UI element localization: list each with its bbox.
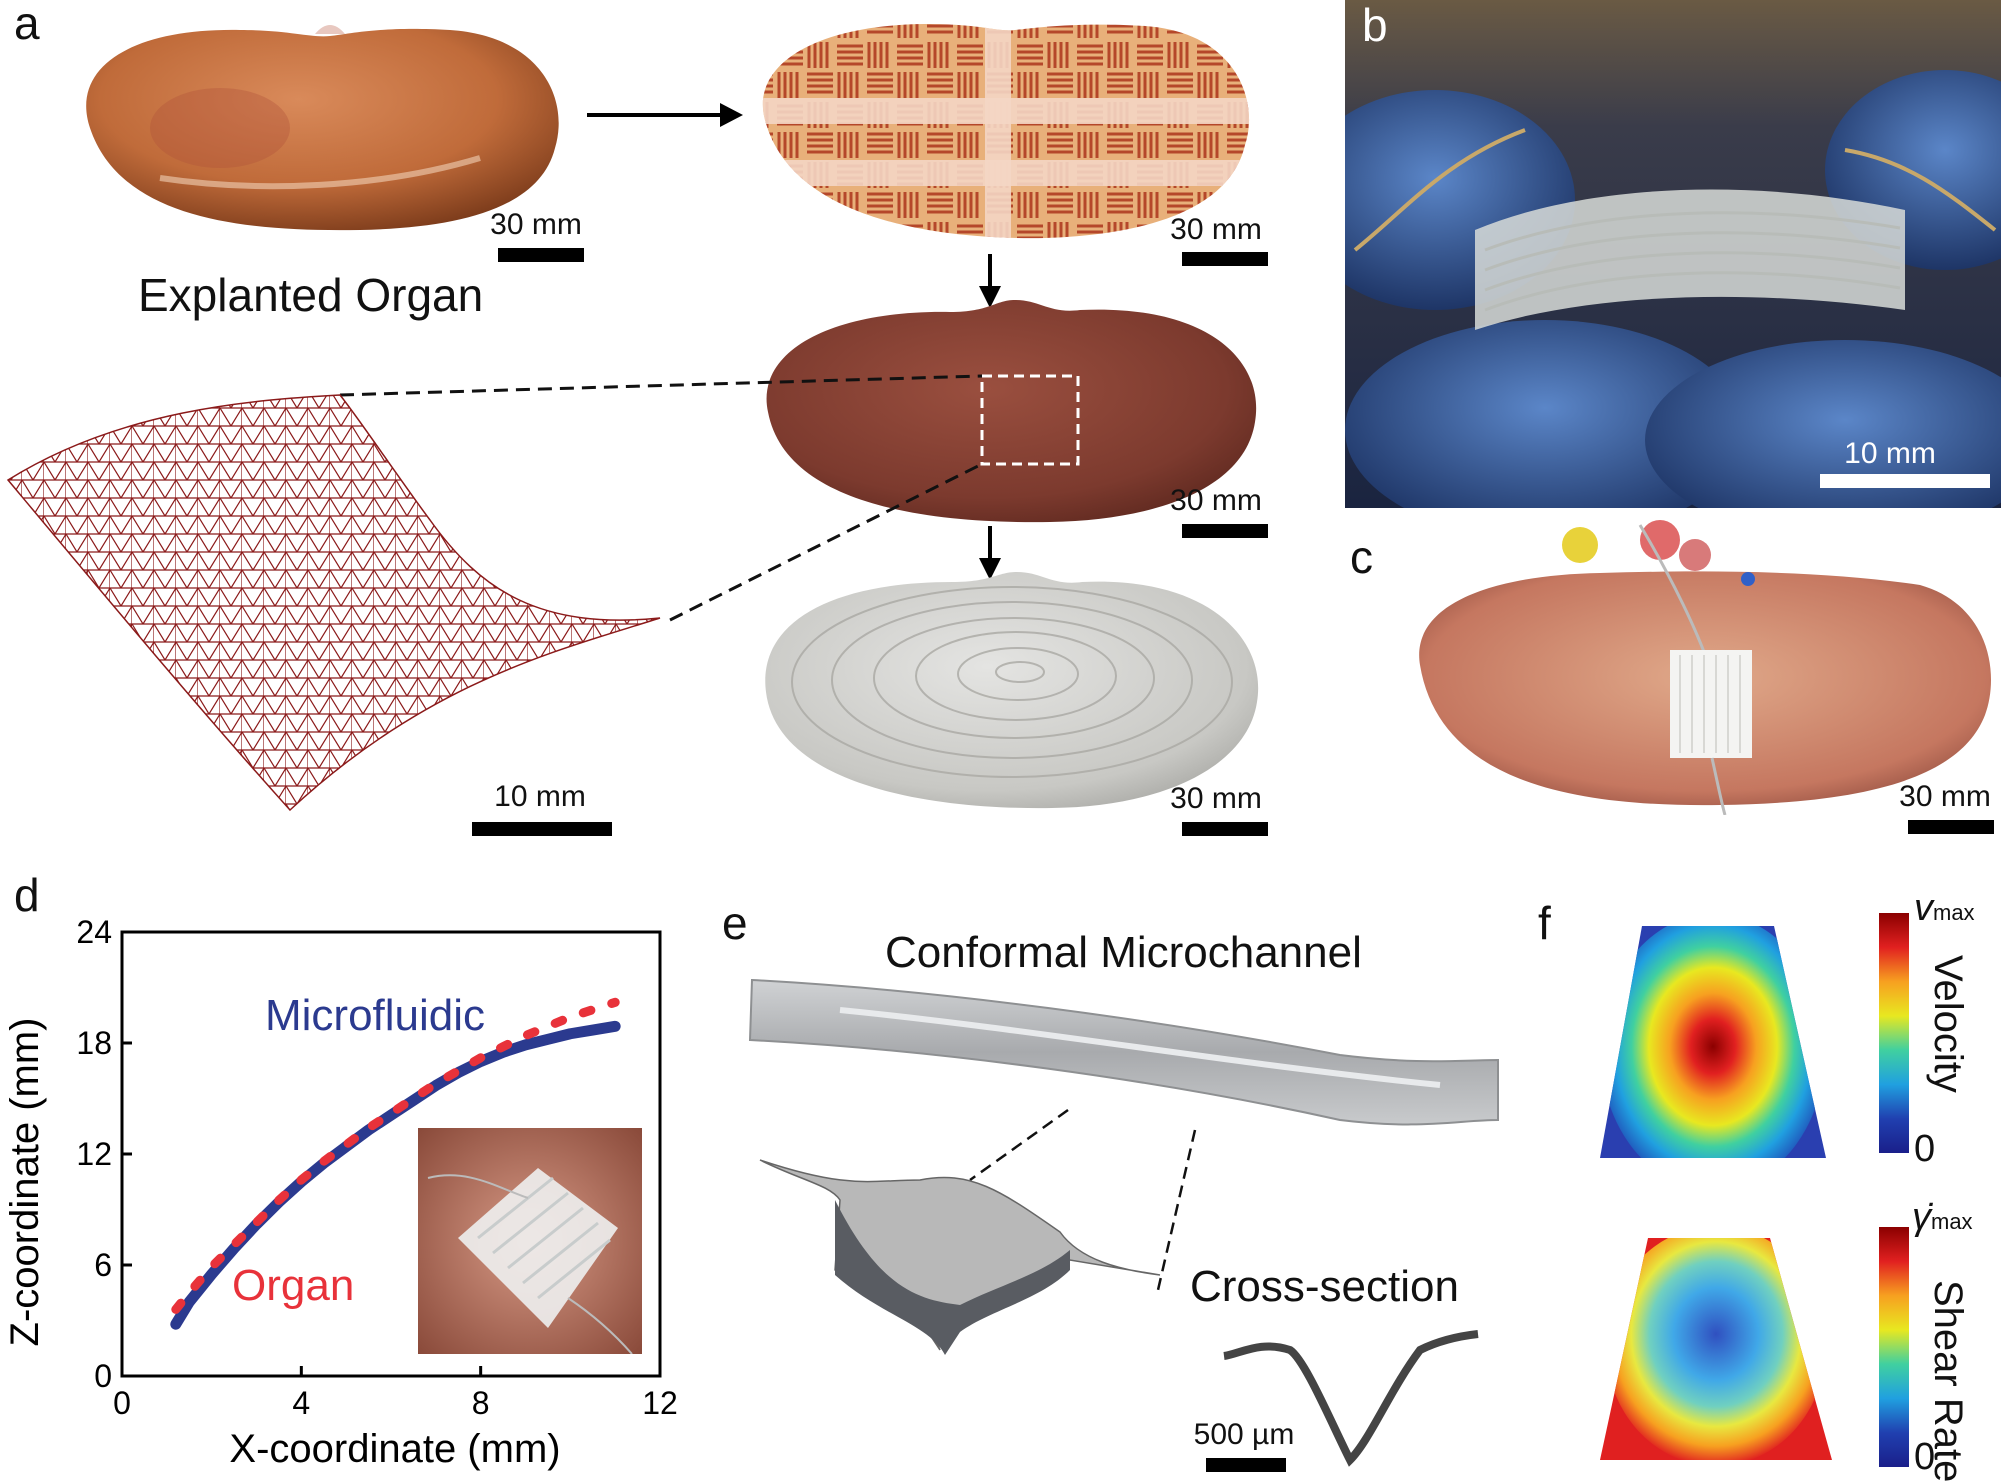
scale-bar-b [1820,474,1990,488]
cross-section-label: Cross-section [1190,1262,1459,1311]
explanted-organ-label: Explanted Organ [138,269,484,321]
y-axis-label: Z-coordinate (mm) [3,1018,47,1347]
y-tick-label: 0 [94,1358,112,1394]
projected-pattern-kidney-image [762,24,1250,239]
y-tick-label: 24 [76,914,112,950]
panel-c-letter: c [1350,531,1373,583]
velocity-colorbar [1879,913,1909,1153]
y-tick-label: 12 [76,1136,112,1172]
scale-bar-label-a2: 30 mm [1170,213,1262,246]
velocity-label: Velocity [1926,955,1970,1093]
shear-rate-heatmap [1600,1238,1832,1460]
velocity-min-label: 0 [1914,1128,1936,1170]
x-tick-label: 12 [642,1385,678,1421]
microchannel-3d-image [748,978,1499,1355]
shear-max-subscript: max [1931,1209,1973,1234]
shear-max-symbol: γ̇ [1912,1196,1931,1238]
shear-colorbar [1879,1227,1909,1467]
arrow-down-icon [979,526,1001,580]
cross-section-profile-image [1223,1330,1479,1467]
panel-a-letter: a [14,0,40,49]
scale-bar-label-a5: 10 mm [494,780,586,813]
velocity-max-subscript: max [1933,900,1975,925]
x-tick-label: 4 [292,1385,310,1421]
velocity-heatmap [1600,926,1826,1158]
surface-mesh-image [6,394,661,812]
zoom-region-box [980,374,1080,466]
scale-bar-e [1206,1458,1286,1472]
velocity-max-label: vmax [1914,887,1975,930]
x-tick-label: 0 [113,1385,131,1421]
scale-bar-c [1908,820,1994,834]
shear-max-label: γ̇max [1912,1196,1973,1239]
scale-bar-label-a4: 30 mm [1170,782,1262,815]
chart-axes: 0 4 8 12 0 6 12 18 24 [76,914,677,1421]
panel-b-letter: b [1362,0,1388,51]
chart-series-layer [170,997,621,1330]
velocity-max-symbol: v [1914,887,1933,929]
shear-min-label: 0 [1914,1436,1936,1478]
panel-e-title: Conformal Microchannel [885,928,1362,977]
panel-c-photo [1419,520,1992,815]
panel-f-letter: f [1538,897,1551,949]
scale-bar-a3 [1182,524,1268,538]
scale-bar-a4 [1182,822,1268,836]
arrow-right-icon [587,103,743,127]
panel-b-photo [1345,0,2001,508]
panel-e-letter: e [722,897,748,949]
panel-d-chart: 0 4 8 12 0 6 12 18 24 Z-coordinate (mm) X-coordi… [3,914,678,1471]
scale-bar-a5 [472,822,612,836]
printed-kidney-image [765,572,1259,809]
arrow-down-icon [979,254,1001,308]
scale-bar-label-a1: 30 mm [490,208,582,241]
scanned-kidney-image [766,300,1257,523]
panel-d-letter: d [14,869,40,921]
y-tick-label: 6 [94,1247,112,1283]
scale-bar-label-a3: 30 mm [1170,484,1262,517]
explanted-kidney-image [86,25,559,231]
zoom-connector-lines [339,374,983,622]
scale-bar-label-e: 500 µm [1193,1418,1295,1451]
scale-bar-a1 [498,248,584,262]
x-axis-label: X-coordinate (mm) [229,1427,560,1471]
scale-bar-a2 [1182,252,1268,266]
legend-organ: Organ [232,1261,354,1310]
scale-bar-label-c: 30 mm [1899,780,1991,813]
legend-microfluidic: Microfluidic [265,991,485,1040]
series-organ-line [171,997,620,1314]
y-tick-label: 18 [76,1025,112,1061]
x-tick-label: 8 [472,1385,490,1421]
scale-bar-label-b: 10 mm [1844,437,1936,470]
inset-photo [418,1128,642,1354]
